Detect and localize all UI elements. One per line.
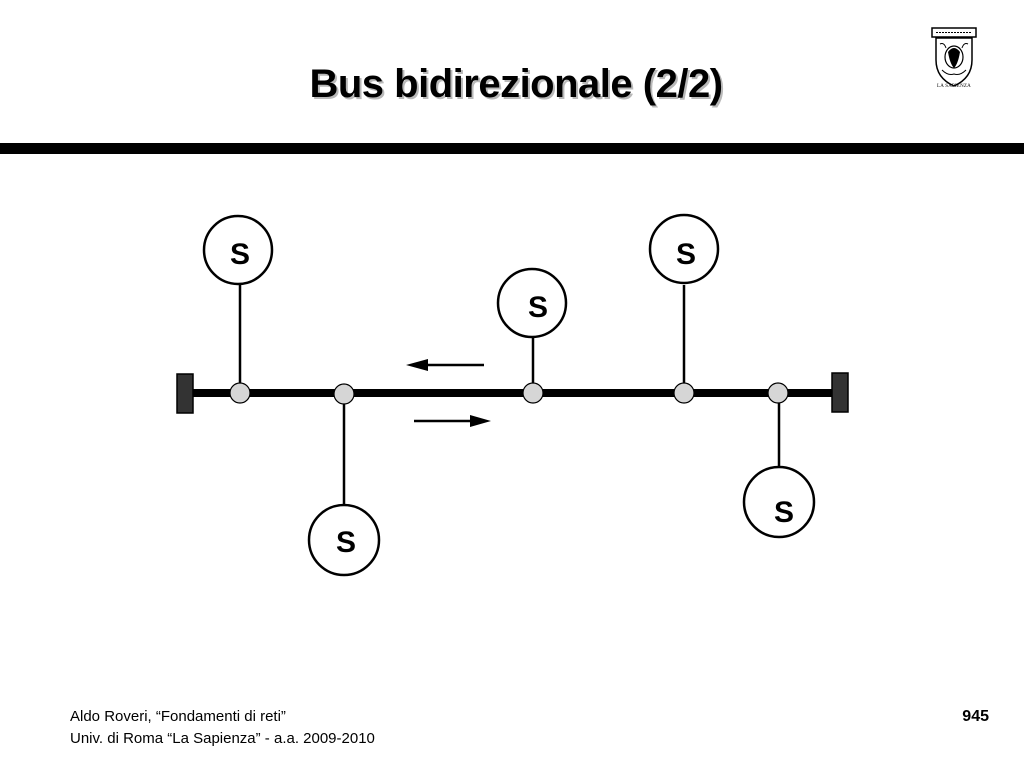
tap-connector — [333, 383, 355, 405]
tap-connector — [673, 382, 695, 404]
station-label: S — [774, 496, 794, 529]
tap-connector — [229, 382, 251, 404]
sapienza-seal-icon — [928, 24, 980, 94]
tap-connector — [522, 382, 544, 404]
slide-title: Bus bidirezionale (2/2) — [309, 62, 723, 106]
tap-connector — [767, 382, 789, 404]
station-node — [742, 465, 816, 539]
title-divider — [0, 143, 1024, 154]
station-label: S — [230, 238, 250, 271]
bus-terminator-right — [831, 372, 849, 413]
footer-institution: Univ. di Roma “La Sapienza” - a.a. 2009-… — [70, 730, 375, 747]
station-label: S — [336, 526, 356, 559]
arrow-left-icon — [406, 359, 484, 371]
station-label: S — [528, 291, 548, 324]
station-node — [648, 213, 720, 285]
logo-caption: LA SAPIENZA — [936, 84, 971, 89]
station-node — [202, 214, 274, 286]
arrow-right-icon — [414, 415, 491, 427]
station-node — [307, 503, 381, 577]
footer-author: Aldo Roveri, “Fondamenti di reti” — [70, 708, 286, 725]
page-number: 945 — [962, 708, 989, 725]
station-label: S — [676, 238, 696, 271]
bus-terminator-left — [176, 373, 194, 414]
station-node — [496, 267, 568, 339]
